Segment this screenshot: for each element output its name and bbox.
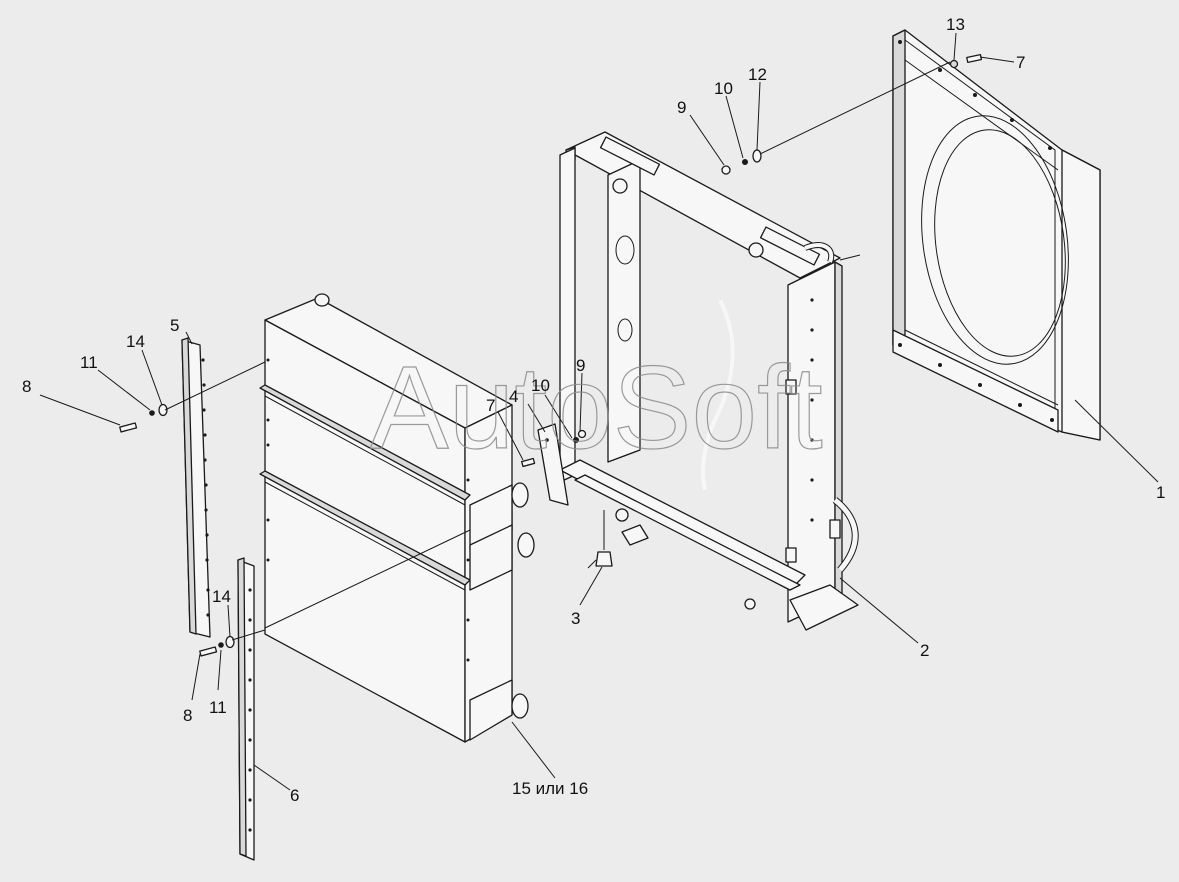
callout-14-upper: 14 — [126, 332, 145, 351]
callout-10-middle: 10 — [531, 376, 550, 395]
callout-8-upper: 8 — [22, 377, 31, 396]
callout-9-top: 9 — [677, 98, 686, 117]
callout-6: 6 — [290, 786, 299, 805]
callout-12: 12 — [748, 65, 767, 84]
fan-shroud — [892, 29, 1101, 441]
callout-2: 2 — [920, 641, 929, 660]
leader-lines — [39, 32, 1159, 791]
callout-9-middle: 9 — [576, 356, 585, 375]
callout-labels: 1 2 3 4 5 6 7 7 8 8 9 9 10 10 11 11 12 1… — [22, 15, 1165, 805]
callout-8-lower: 8 — [183, 706, 192, 725]
drain-valve — [587, 510, 613, 569]
callout-14-lower: 14 — [212, 587, 231, 606]
callout-7-middle: 7 — [486, 396, 495, 415]
callout-3: 3 — [571, 609, 580, 628]
side-strip-lower — [237, 557, 255, 861]
mounting-plate — [537, 423, 569, 506]
watermark: AutoSoft — [370, 342, 823, 474]
callout-10-top: 10 — [714, 79, 733, 98]
callout-11-lower: 11 — [209, 698, 227, 717]
radiator-core — [259, 293, 535, 743]
callout-5: 5 — [170, 316, 179, 335]
side-strip-upper — [181, 337, 211, 638]
callout-1: 1 — [1156, 483, 1165, 502]
radiator-frame — [559, 131, 861, 631]
callout-13: 13 — [946, 15, 965, 34]
callout-7-top: 7 — [1016, 53, 1025, 72]
callout-15-or-16: 15 или 16 — [512, 779, 588, 798]
callout-4: 4 — [509, 387, 518, 406]
callout-11-upper: 11 — [80, 353, 98, 372]
